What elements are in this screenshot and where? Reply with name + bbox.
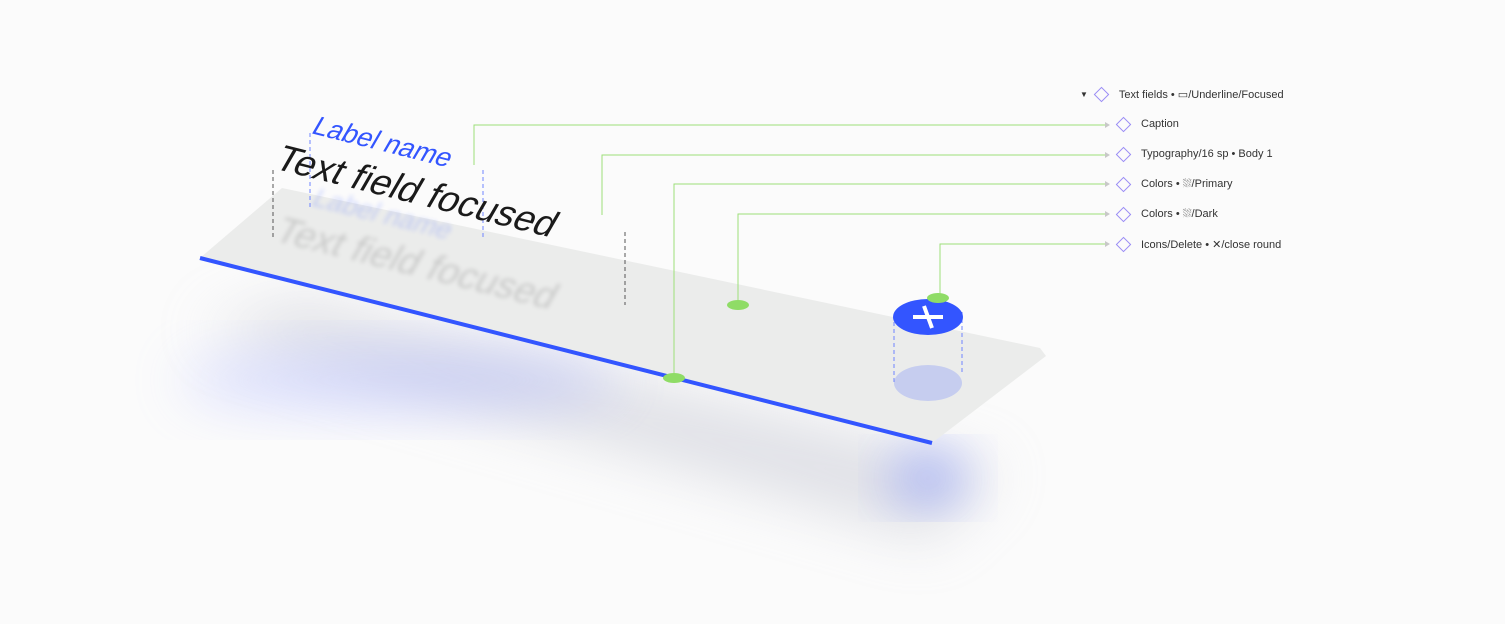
layer-label: Colors • ⛆/Primary: [1141, 177, 1233, 190]
layer-item[interactable]: Typography/16 sp • Body 1: [1115, 144, 1273, 164]
component-icon: [1115, 176, 1132, 192]
focused-underline: [199, 256, 933, 445]
layer-item[interactable]: Caption: [1115, 114, 1179, 134]
component-icon: [1115, 206, 1132, 222]
layer-item[interactable]: Icons/Delete • ✕/close round: [1115, 234, 1282, 254]
layer-label: Typography/16 sp • Body 1: [1141, 148, 1273, 160]
caret-down-icon[interactable]: ▼: [1080, 89, 1088, 99]
leader-dark: [737, 213, 1105, 305]
field-surface: [200, 188, 1046, 443]
layer-label: Caption: [1141, 118, 1179, 130]
underline-glow: [180, 350, 620, 410]
layer-label: Text fields • ▭/Underline/Focused: [1118, 88, 1284, 101]
anchor-dot-primary: [663, 373, 685, 383]
close-icon-reflection: [894, 365, 962, 401]
close-round-icon[interactable]: [893, 299, 963, 335]
leader-typography: [601, 154, 1105, 215]
component-icon: [1093, 86, 1110, 102]
layer-item[interactable]: Colors • ⛆/Primary: [1115, 174, 1233, 194]
icon-glow: [893, 456, 963, 500]
component-icon: [1115, 236, 1132, 252]
component-icon: [1115, 146, 1132, 162]
layer-item[interactable]: Colors • ⛆/Dark: [1115, 204, 1218, 224]
leader-primary: [673, 183, 1105, 378]
component-icon: [1115, 116, 1132, 132]
anchor-dot-icon: [927, 293, 949, 303]
layer-label: Icons/Delete • ✕/close round: [1141, 238, 1282, 251]
leader-icon: [939, 243, 1105, 297]
leader-caption: [473, 124, 1105, 165]
anchor-dot-dark: [727, 300, 749, 310]
layer-label: Colors • ⛆/Dark: [1141, 207, 1218, 220]
layer-root[interactable]: ▼ Text fields • ▭/Underline/Focused: [1080, 84, 1284, 104]
